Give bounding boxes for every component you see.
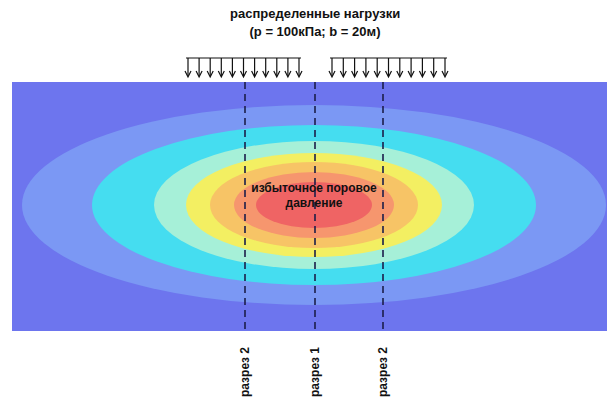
load-arrowhead [252,71,258,77]
load-title: распределенные нагрузки [230,6,400,21]
load-arrow [331,58,332,76]
load-arrowhead [419,71,425,77]
load-arrow [276,58,277,76]
contour-4 [186,153,442,257]
load-arrowhead [241,71,247,77]
load-arrow [377,58,378,76]
contour-5 [210,162,418,248]
contour-1 [22,105,606,305]
load-arrowhead [397,71,403,77]
load-arrow [199,58,200,76]
load-arrowhead [274,71,280,77]
zone-label: избыточное поровое давление [234,181,394,211]
load-arrowhead [218,71,224,77]
load-arrowhead [352,71,358,77]
load-arrowhead [340,71,346,77]
load-arrowhead [229,71,235,77]
load-arrow [265,58,266,76]
section-label: разрез 2 [238,347,252,397]
load-arrow [232,58,233,76]
section-line [382,82,384,331]
load-arrowhead [285,71,291,77]
load-arrow [221,58,222,76]
load-arrow [187,58,188,76]
load-arrowhead [196,71,202,77]
load-arrowhead [263,71,269,77]
pressure-zone: избыточное поровое давление [234,181,394,211]
contour-3 [154,141,474,269]
load-arrow [411,58,412,76]
load-arrowhead [207,71,213,77]
load-arrow [433,58,434,76]
load-arrow [254,58,255,76]
load-arrowhead [185,71,191,77]
contour-2 [92,125,536,285]
load-arrow [210,58,211,76]
load-arrow [388,58,389,76]
load-parameters: (p = 100кПа; b = 20м) [250,24,381,39]
load-arrow [287,58,288,76]
section-line [244,82,246,331]
load-arrowhead [363,71,369,77]
load-arrow [343,58,344,76]
load-arrow [422,58,423,76]
load-arrowhead [386,71,392,77]
load-arrow [399,58,400,76]
soil-layer [12,82,607,331]
section-label: разрез 1 [308,347,322,397]
load-arrow [354,58,355,76]
contour-6 [234,172,394,238]
load-arrowhead [374,71,380,77]
load-arrow [298,58,299,76]
section-label: разрез 2 [376,347,390,397]
load-arrowhead [442,71,448,77]
load-arrowhead [408,71,414,77]
load-arrowhead [296,71,302,77]
load-arrowhead [431,71,437,77]
load-arrowhead [329,71,335,77]
load-arrow [444,58,445,76]
load-arrow [243,58,244,76]
load-arrow [365,58,366,76]
distributed-loads [185,58,448,77]
